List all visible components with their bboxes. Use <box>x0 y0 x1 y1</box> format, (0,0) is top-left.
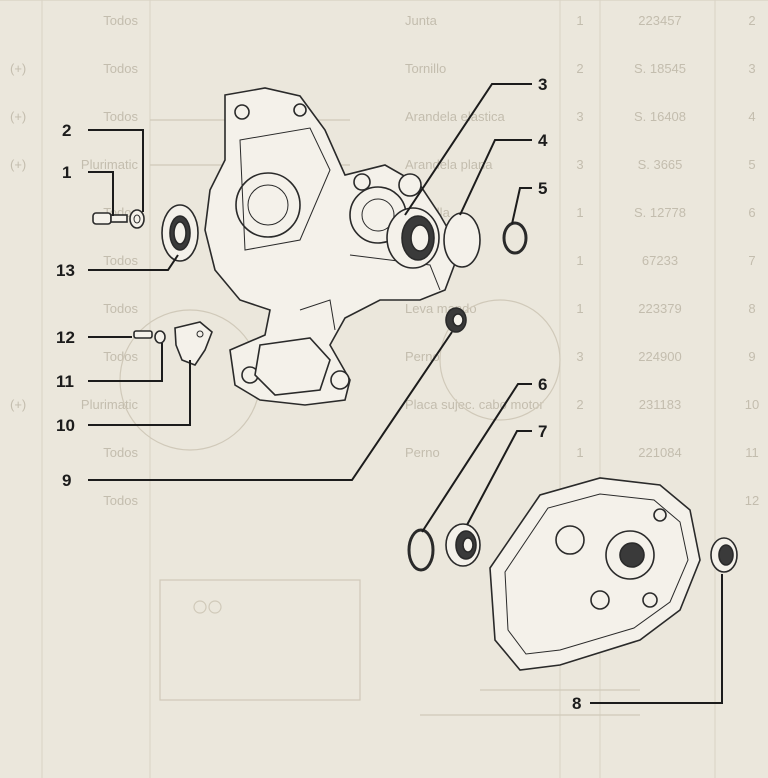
callout-1: 1 <box>62 163 71 182</box>
part-6-circlip <box>407 528 435 572</box>
ghost-cell-version: Todos <box>103 253 138 268</box>
part-10-plate <box>174 321 213 366</box>
ghost-cell-num: 5 <box>748 157 755 172</box>
ghost-cell-note: (+) <box>10 61 26 76</box>
part-5-ring <box>502 221 528 255</box>
ghost-cell-desc: Junta <box>405 13 438 28</box>
callout-4: 4 <box>538 131 548 150</box>
ghost-cell-num: 9 <box>748 349 755 364</box>
ghost-cell-num: 8 <box>748 301 755 316</box>
ghost-cell-num: 2 <box>748 13 755 28</box>
ghost-cell-version: Plurimatic <box>81 157 139 172</box>
ghost-cell-qty: 3 <box>576 109 583 124</box>
ghost-cell-version: Todos <box>103 493 138 508</box>
ghost-cell-qty: 1 <box>576 13 583 28</box>
crankcase-cover <box>489 477 701 671</box>
ghost-cell-qty: 3 <box>576 157 583 172</box>
part-1-screw <box>92 212 128 225</box>
leader-lines <box>88 83 723 704</box>
ghost-cell-version: Todos <box>103 109 138 124</box>
ghost-cell-code: S. 16408 <box>634 109 686 124</box>
callout-10: 10 <box>56 416 75 435</box>
part-8-seal <box>710 537 738 573</box>
part-11-washer <box>154 330 166 344</box>
ghost-cell-code: 231183 <box>639 397 681 412</box>
callout-2: 2 <box>62 121 71 140</box>
ghost-cell-code: 224900 <box>638 349 681 364</box>
ghost-cell-num: 3 <box>748 61 755 76</box>
part-7-bearing <box>445 523 481 567</box>
ghost-cell-num: 4 <box>748 109 755 124</box>
callout-7: 7 <box>538 422 547 441</box>
ghost-cell-desc: Perno <box>405 349 440 364</box>
callout-12: 12 <box>56 328 75 347</box>
ghost-cell-version: Todos <box>103 349 138 364</box>
ghost-cell-qty: 1 <box>576 253 583 268</box>
ghost-cell-note: (+) <box>10 109 26 124</box>
part-2-washer <box>129 209 145 229</box>
ghost-cell-num: 7 <box>748 253 755 268</box>
ghost-cell-note: (+) <box>10 157 26 172</box>
part-13-seal <box>161 204 199 262</box>
ghost-cell-code: 221084 <box>638 445 681 460</box>
callout-labels: 2 1 13 12 11 10 9 3 4 5 6 7 8 <box>56 75 581 713</box>
ghost-cell-code: 223457 <box>638 13 681 28</box>
part-3-bearing <box>386 207 440 269</box>
ghost-cell-version: Todos <box>103 13 138 28</box>
part-9-bushing <box>445 307 467 333</box>
ghost-cell-note: (+) <box>10 397 26 412</box>
ghost-cell-desc: Placa sujec. cabo motor <box>405 397 544 412</box>
ghost-cell-desc: Perno <box>405 445 440 460</box>
callout-3: 3 <box>538 75 547 94</box>
ghost-cell-num: 6 <box>748 205 755 220</box>
ghost-cell-num: 10 <box>745 397 759 412</box>
ghost-cell-version: Todos <box>103 301 138 316</box>
ghost-cell-code: S. 12778 <box>634 205 686 220</box>
callout-8: 8 <box>572 694 581 713</box>
ghost-cell-qty: 2 <box>576 61 583 76</box>
ghost-cell-qty: 1 <box>576 301 583 316</box>
callout-9: 9 <box>62 471 71 490</box>
ghost-cell-qty: 1 <box>576 205 583 220</box>
part-12-screw <box>133 330 153 339</box>
ghost-cell-num: 11 <box>745 445 759 460</box>
ghost-cell-code: 67233 <box>642 253 678 268</box>
ghost-cell-code: 223379 <box>638 301 681 316</box>
ghost-cell-desc: Tornillo <box>405 61 446 76</box>
callout-5: 5 <box>538 179 547 198</box>
ghost-cell-version: Todos <box>103 61 138 76</box>
part-4-circlip <box>443 212 481 268</box>
ghost-cell-desc: Arandela plana <box>405 157 493 172</box>
ghost-cell-version: Plurimatic <box>81 397 139 412</box>
ghost-cell-code: S. 3665 <box>638 157 683 172</box>
callout-6: 6 <box>538 375 547 394</box>
ghost-cell-version: Todos <box>103 445 138 460</box>
callout-13: 13 <box>56 261 75 280</box>
ghost-cell-num: 12 <box>745 493 759 508</box>
ghost-cell-qty: 3 <box>576 349 583 364</box>
ghost-cell-qty: 2 <box>576 397 583 412</box>
ghost-cell-code: S. 18545 <box>634 61 686 76</box>
ghost-cell-desc: Arandela elastica <box>405 109 505 124</box>
callout-11: 11 <box>56 372 74 391</box>
ghost-cell-qty: 1 <box>576 445 583 460</box>
ghost-cell-desc: Leva mando <box>405 301 477 316</box>
